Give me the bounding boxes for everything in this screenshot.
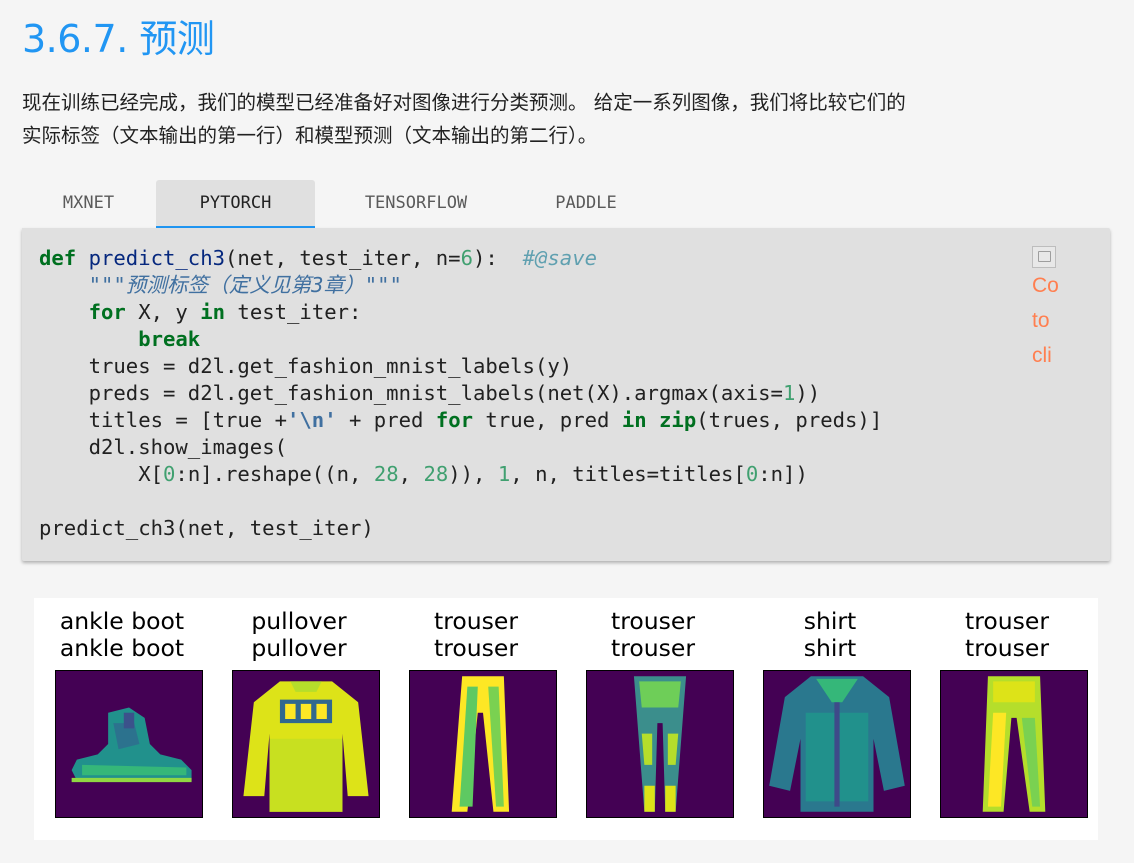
true-label: trouser [611, 607, 695, 635]
code-token: (trues, preds)] [696, 408, 883, 432]
paragraph-line-2: 实际标签（文本输出的第一行）和模型预测（文本输出的第二行）。 [22, 124, 598, 147]
code-token: for [88, 300, 126, 324]
true-label: trouser [965, 607, 1049, 635]
framework-tabs: MXNET PYTORCH TENSORFLOW PADDLE [22, 180, 1110, 228]
code-token: )) [795, 381, 821, 405]
ankle-boot-image [55, 670, 203, 818]
code-token: d2l.show_images( [88, 435, 287, 459]
code-token: + pred [336, 408, 436, 432]
code-token: in [200, 300, 226, 324]
code-token: '\n' [287, 408, 337, 432]
predicted-label: pullover [251, 634, 347, 662]
code-docstring: """预测标签（定义见第3章）""" [88, 273, 402, 297]
code-token: zip [659, 408, 697, 432]
predicted-label: ankle boot [59, 634, 185, 662]
tab-mxnet[interactable]: MXNET [62, 193, 115, 213]
shirt-image [763, 670, 911, 818]
code-token: 28 [373, 462, 399, 486]
code-token: :n].reshape((n, [175, 462, 374, 486]
code-token: (net, test_iter, n= [225, 246, 461, 270]
intro-paragraph: 现在训练已经完成，我们的模型已经准备好对图像进行分类预测。 给定一系列图像，我们… [22, 86, 1117, 152]
code-token: 0 [745, 462, 759, 486]
code-token: titles = [true + [88, 408, 287, 432]
prediction-panel: shirt shirt [742, 598, 918, 840]
code-token: def [39, 246, 77, 270]
code-token: :n]) [758, 462, 808, 486]
code-token: predict_ch3(net, test_iter) [39, 516, 374, 540]
predicted-label: trouser [965, 634, 1049, 662]
prediction-panel: pullover pullover [211, 598, 387, 840]
prediction-panel: trouser trouser [388, 598, 564, 840]
prediction-panel: trouser trouser [919, 598, 1095, 840]
trouser-image [940, 670, 1088, 818]
copy-icon [1032, 246, 1056, 268]
true-label: ankle boot [59, 607, 185, 635]
true-label: trouser [434, 607, 518, 635]
tab-tensorflow[interactable]: TENSORFLOW [364, 193, 468, 213]
code-token: 0 [163, 462, 176, 486]
trouser-image [586, 670, 734, 818]
predicted-label: trouser [434, 634, 518, 662]
code-token: , n, titles=titles[ [510, 462, 746, 486]
code-token: predict_ch3 [88, 246, 225, 270]
tab-paddle[interactable]: PADDLE [555, 193, 617, 213]
code-token: 1 [497, 462, 511, 486]
code-token: true, pred [473, 408, 622, 432]
section-heading: 3.6.7. 预测 [22, 17, 215, 61]
code-token: , [398, 462, 424, 486]
code-text: def predict_ch3(net, test_iter, n=6): #@… [39, 245, 882, 542]
code-token: 6 [460, 246, 473, 270]
copy-button-label: Co to cli [1032, 274, 1059, 367]
predicted-label: trouser [611, 634, 695, 662]
prediction-figure: ankle boot ankle boot pullover pullover [34, 598, 1098, 840]
code-block: def predict_ch3(net, test_iter, n=6): #@… [22, 228, 1110, 561]
true-label: pullover [251, 607, 347, 635]
code-token: X, y [125, 300, 201, 324]
trouser-image [409, 670, 557, 818]
copy-to-clipboard-button[interactable]: Co to cli [1032, 246, 1074, 376]
paragraph-line-1: 现在训练已经完成，我们的模型已经准备好对图像进行分类预测。 给定一系列图像，我们… [22, 91, 906, 114]
prediction-panel: trouser trouser [565, 598, 741, 840]
code-token: X[ [138, 462, 164, 486]
code-comment: #@save [522, 246, 597, 270]
predicted-label: shirt [803, 634, 857, 662]
code-token: 28 [423, 462, 449, 486]
code-token: break [138, 327, 201, 351]
code-token: test_iter: [225, 300, 362, 324]
code-token: )), [448, 462, 498, 486]
tab-pytorch[interactable]: PYTORCH [156, 180, 315, 228]
pullover-image [232, 670, 380, 818]
code-token: trues = d2l.get_fashion_mnist_labels(y) [88, 354, 573, 378]
true-label: shirt [803, 607, 857, 635]
code-token: 1 [782, 381, 796, 405]
code-token: ): [472, 246, 523, 270]
prediction-panel: ankle boot ankle boot [34, 598, 210, 840]
code-token: preds = d2l.get_fashion_mnist_labels(net… [88, 381, 783, 405]
code-token: in [621, 408, 647, 432]
code-token: for [435, 408, 474, 432]
